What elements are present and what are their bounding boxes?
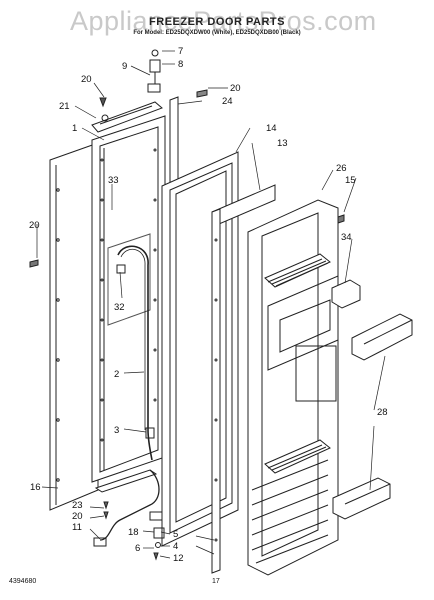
callout-12: 12 [173, 553, 184, 564]
door-bin-lower [332, 477, 391, 520]
watermark: AppliancePartsPros.com [70, 6, 377, 36]
callout-14: 14 [266, 123, 277, 134]
leader-lines [36, 50, 386, 559]
door-inner-frame [91, 115, 166, 483]
callout-11: 11 [72, 522, 82, 533]
model-subtitle: For Model: ED25DQXDW00 (White), ED25DQXD… [133, 30, 301, 36]
callout-20-bottom: 20 [72, 511, 83, 522]
page-title: FREEZER DOOR PARTS [149, 16, 285, 28]
callout-20-top: 20 [81, 74, 92, 85]
callout-33: 33 [108, 175, 119, 186]
callout-18: 18 [128, 527, 139, 538]
door-outer-panel [49, 142, 99, 511]
bottom-hinge-assembly [93, 469, 165, 561]
door-bin-upper [351, 313, 413, 361]
callout-9: 9 [122, 61, 127, 72]
callout-2: 2 [114, 369, 119, 380]
callout-4: 4 [173, 541, 178, 552]
callout-32: 32 [114, 302, 125, 313]
callout-13: 13 [277, 138, 288, 149]
liner-trim-strip [211, 184, 276, 574]
callout-5: 5 [173, 529, 178, 540]
side-screw [29, 214, 345, 268]
callout-6: 6 [135, 543, 140, 554]
top-hinge-bracket [91, 101, 163, 133]
callout-8: 8 [178, 59, 183, 70]
callout-3: 3 [114, 425, 119, 436]
callout-20-right: 20 [230, 83, 241, 94]
callout-15: 15 [345, 175, 356, 186]
document-number: 4394680 [9, 578, 37, 585]
ice-chute [331, 279, 361, 309]
callout-28: 28 [377, 407, 388, 418]
screws-top [99, 89, 208, 108]
callout-24: 24 [222, 96, 233, 107]
callout-7: 7 [178, 46, 183, 57]
door-liner [247, 199, 339, 576]
page-number: 17 [212, 578, 220, 585]
callout-labels: 7 8 9 20 20 24 21 1 14 13 26 15 33 20 34… [29, 46, 388, 564]
callout-34: 34 [341, 232, 352, 243]
callout-21: 21 [59, 101, 70, 112]
callout-1: 1 [72, 123, 77, 134]
callout-20-left: 20 [29, 220, 40, 231]
callout-23: 23 [72, 500, 83, 511]
hinge-pin-assembly [147, 49, 161, 93]
callout-26: 26 [336, 163, 347, 174]
callout-16: 16 [30, 482, 41, 493]
